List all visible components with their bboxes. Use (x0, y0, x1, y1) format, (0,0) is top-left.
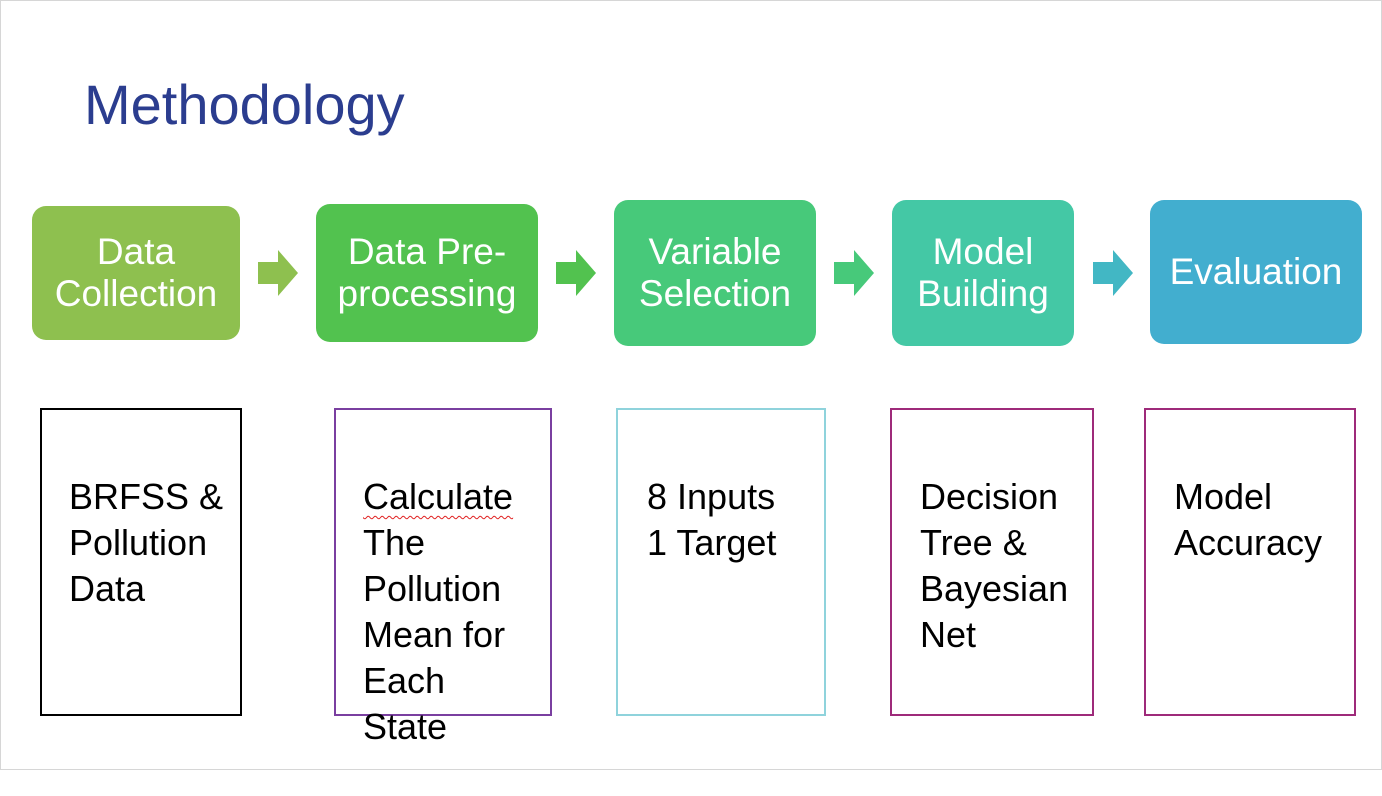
detail-rest: 1 Target (647, 522, 777, 563)
detail-box-variable-selection: 8 Inputs 1 Target (616, 408, 826, 716)
detail-rest: Accuracy (1174, 522, 1323, 563)
step-label: Variable Selection (638, 231, 792, 314)
detail-rest: Tree & Bayesian Net (920, 522, 1069, 655)
detail-rest: The Pollution Mean for Each State (363, 522, 506, 747)
step-variable-selection: Variable Selection (614, 200, 816, 346)
step-label: Model Building (917, 231, 1049, 314)
step-model-building: Model Building (892, 200, 1074, 346)
detail-first-line: BRFSS & (69, 476, 224, 517)
detail-first-line: Model (1174, 476, 1273, 517)
right-arrow-icon (834, 250, 874, 296)
step-data-collection: Data Collection (32, 206, 240, 340)
slide-title: Methodology (84, 73, 405, 136)
step-label: Data Pre- processing (337, 231, 517, 314)
step-evaluation: Evaluation (1150, 200, 1362, 344)
detail-first-line: 8 Inputs (647, 476, 776, 517)
right-arrow-icon (556, 250, 596, 296)
right-arrow-icon (1093, 250, 1133, 296)
detail-first-line: Calculate (363, 476, 514, 517)
detail-first-line: Decision (920, 476, 1059, 517)
right-arrow-icon (258, 250, 298, 296)
detail-rest: Pollution Data (69, 522, 208, 609)
step-label: Evaluation (1169, 251, 1343, 292)
step-label: Data Collection (54, 231, 218, 314)
step-data-preprocessing: Data Pre- processing (316, 204, 538, 342)
detail-box-data-collection: BRFSS & Pollution Data (40, 408, 242, 716)
